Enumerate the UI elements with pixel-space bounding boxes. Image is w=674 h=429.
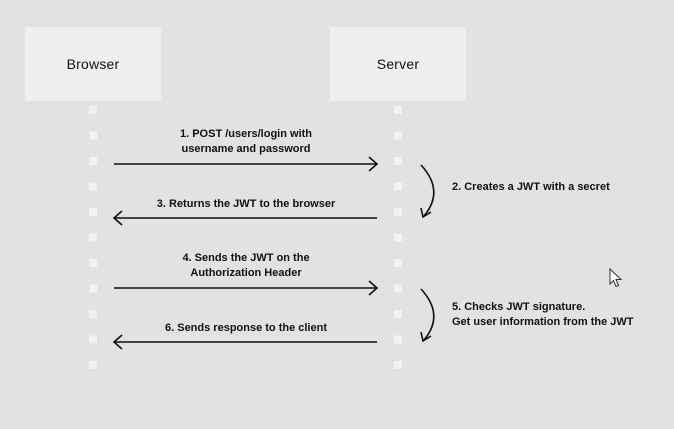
server-lifeline-dot (394, 157, 402, 165)
step5-label-line1: 5. Checks JWT signature. (452, 301, 586, 313)
mouse-cursor-icon (609, 268, 623, 288)
server-lifeline (394, 106, 402, 369)
step3-label: 3. Returns the JWT to the browser (156, 198, 336, 210)
step5-label: 5. Checks JWT signature. Get user inform… (452, 300, 634, 330)
step4-label-line1: 4. Sends the JWT on the (182, 252, 310, 264)
browser-lifeline-dot (89, 131, 97, 140)
step1-label: 1. POST /users/login with username and p… (180, 127, 312, 157)
server-lifeline-dot (394, 310, 402, 318)
browser-actor-box: Browser (25, 27, 161, 101)
step1-arrow (114, 156, 379, 172)
server-actor-box: Server (330, 27, 466, 101)
step1-label-line2: username and password (181, 143, 311, 155)
browser-lifeline (89, 106, 97, 369)
step3-arrow (112, 210, 377, 226)
step5-self-arrow (420, 288, 435, 343)
step4-arrow (114, 280, 379, 296)
server-lifeline-dot (394, 106, 402, 114)
step4-label-line2: Authorization Header (190, 267, 302, 279)
server-lifeline-dot (394, 335, 402, 344)
browser-lifeline-dot (89, 106, 97, 114)
server-lifeline-dot (394, 259, 402, 267)
step4-label: 4. Sends the JWT on the Authorization He… (182, 251, 309, 281)
browser-lifeline-dot (89, 335, 97, 344)
browser-lifeline-dot (89, 259, 97, 267)
browser-lifeline-dot (89, 182, 97, 191)
browser-lifeline-dot (89, 310, 97, 318)
server-lifeline-dot (394, 233, 402, 242)
server-lifeline-dot (394, 284, 402, 293)
browser-lifeline-dot (89, 233, 97, 242)
browser-actor-label: Browser (66, 56, 120, 72)
step2-label: 2. Creates a JWT with a secret (452, 181, 610, 193)
server-lifeline-dot (394, 208, 402, 216)
step2-self-arrow (420, 164, 435, 219)
browser-lifeline-dot (89, 157, 97, 165)
server-lifeline-dot (394, 131, 402, 140)
server-actor-label: Server (376, 56, 420, 72)
step6-label: 6. Sends response to the client (165, 322, 327, 334)
browser-lifeline-dot (89, 284, 97, 293)
browser-lifeline-dot (89, 361, 97, 369)
step1-label-line1: 1. POST /users/login with (179, 128, 313, 140)
step6-arrow (112, 334, 377, 350)
browser-lifeline-dot (89, 208, 97, 216)
server-lifeline-dot (394, 361, 402, 369)
server-lifeline-dot (394, 182, 402, 191)
step5-label-line2: Get user information from the JWT (452, 316, 634, 328)
